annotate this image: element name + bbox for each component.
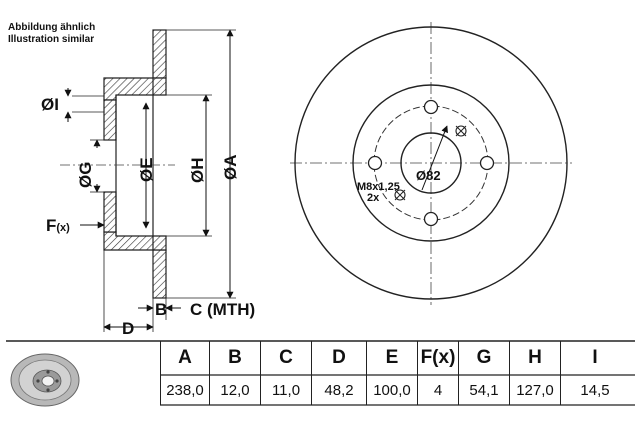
table-header-cell: D xyxy=(311,341,367,375)
label-thread-count: 2x xyxy=(367,192,380,204)
center-bore xyxy=(400,132,462,194)
hat-flange-upper xyxy=(103,99,117,141)
table-value-cell: 12,0 xyxy=(209,375,261,405)
table-header-cell: I xyxy=(560,341,629,375)
label-f: F(x) xyxy=(46,216,70,235)
label-thread: M8x1,25 xyxy=(357,181,400,193)
hat-lower xyxy=(103,231,167,251)
table-header-cell: H xyxy=(509,341,561,375)
front-view: Ø82 M8x1,25 2x xyxy=(290,22,572,305)
bolt-hole xyxy=(423,211,439,227)
table-value-cell: 14,5 xyxy=(560,375,629,405)
illustration-note-de: Abbildung ähnlich xyxy=(8,22,96,33)
side-view: ØI ØG ØE ØH ØA F(x) B C (MTH) xyxy=(41,29,255,338)
thread-hole xyxy=(455,125,467,137)
table-value-cell: 127,0 xyxy=(509,375,561,405)
label-dia-h: ØH xyxy=(188,158,207,184)
label-c: C (MTH) xyxy=(190,300,255,319)
disc-outer xyxy=(294,26,568,300)
thread-hole xyxy=(394,189,406,201)
hat-flange-lower xyxy=(103,191,117,233)
table-header-cell: F(x) xyxy=(417,341,459,375)
label-dia-g: ØG xyxy=(76,162,95,188)
friction-ring-top xyxy=(152,29,167,79)
table-value-cell: 11,0 xyxy=(260,375,312,405)
bolt-hole xyxy=(423,99,439,115)
table-header-cell: E xyxy=(366,341,418,375)
bolt-hole xyxy=(367,155,383,171)
bolt-holes xyxy=(367,99,495,227)
table-header-cell: B xyxy=(209,341,261,375)
hat-outer xyxy=(352,84,510,242)
table-value-cell: 48,2 xyxy=(311,375,367,405)
label-bore: Ø82 xyxy=(416,168,441,183)
friction-ring-bottom xyxy=(152,249,167,299)
label-dia-e: ØE xyxy=(137,157,156,182)
table-header-cell: C xyxy=(260,341,312,375)
disc-thumbnail-icon xyxy=(10,353,80,407)
illustration-note-en: Illustration similar xyxy=(8,34,95,45)
label-d: D xyxy=(122,319,134,338)
table-value-cell: 100,0 xyxy=(366,375,418,405)
table-header-cell: G xyxy=(458,341,510,375)
label-b: B xyxy=(155,300,167,319)
table-value-cell: 238,0 xyxy=(160,375,210,405)
hat-upper xyxy=(103,77,167,101)
label-dia-a: ØA xyxy=(221,155,240,181)
table-value-cell: 54,1 xyxy=(458,375,510,405)
label-dia-i: ØI xyxy=(41,95,59,114)
table-header-cell: A xyxy=(160,341,210,375)
table-value-cell: 4 xyxy=(417,375,459,405)
bolt-hole xyxy=(479,155,495,171)
